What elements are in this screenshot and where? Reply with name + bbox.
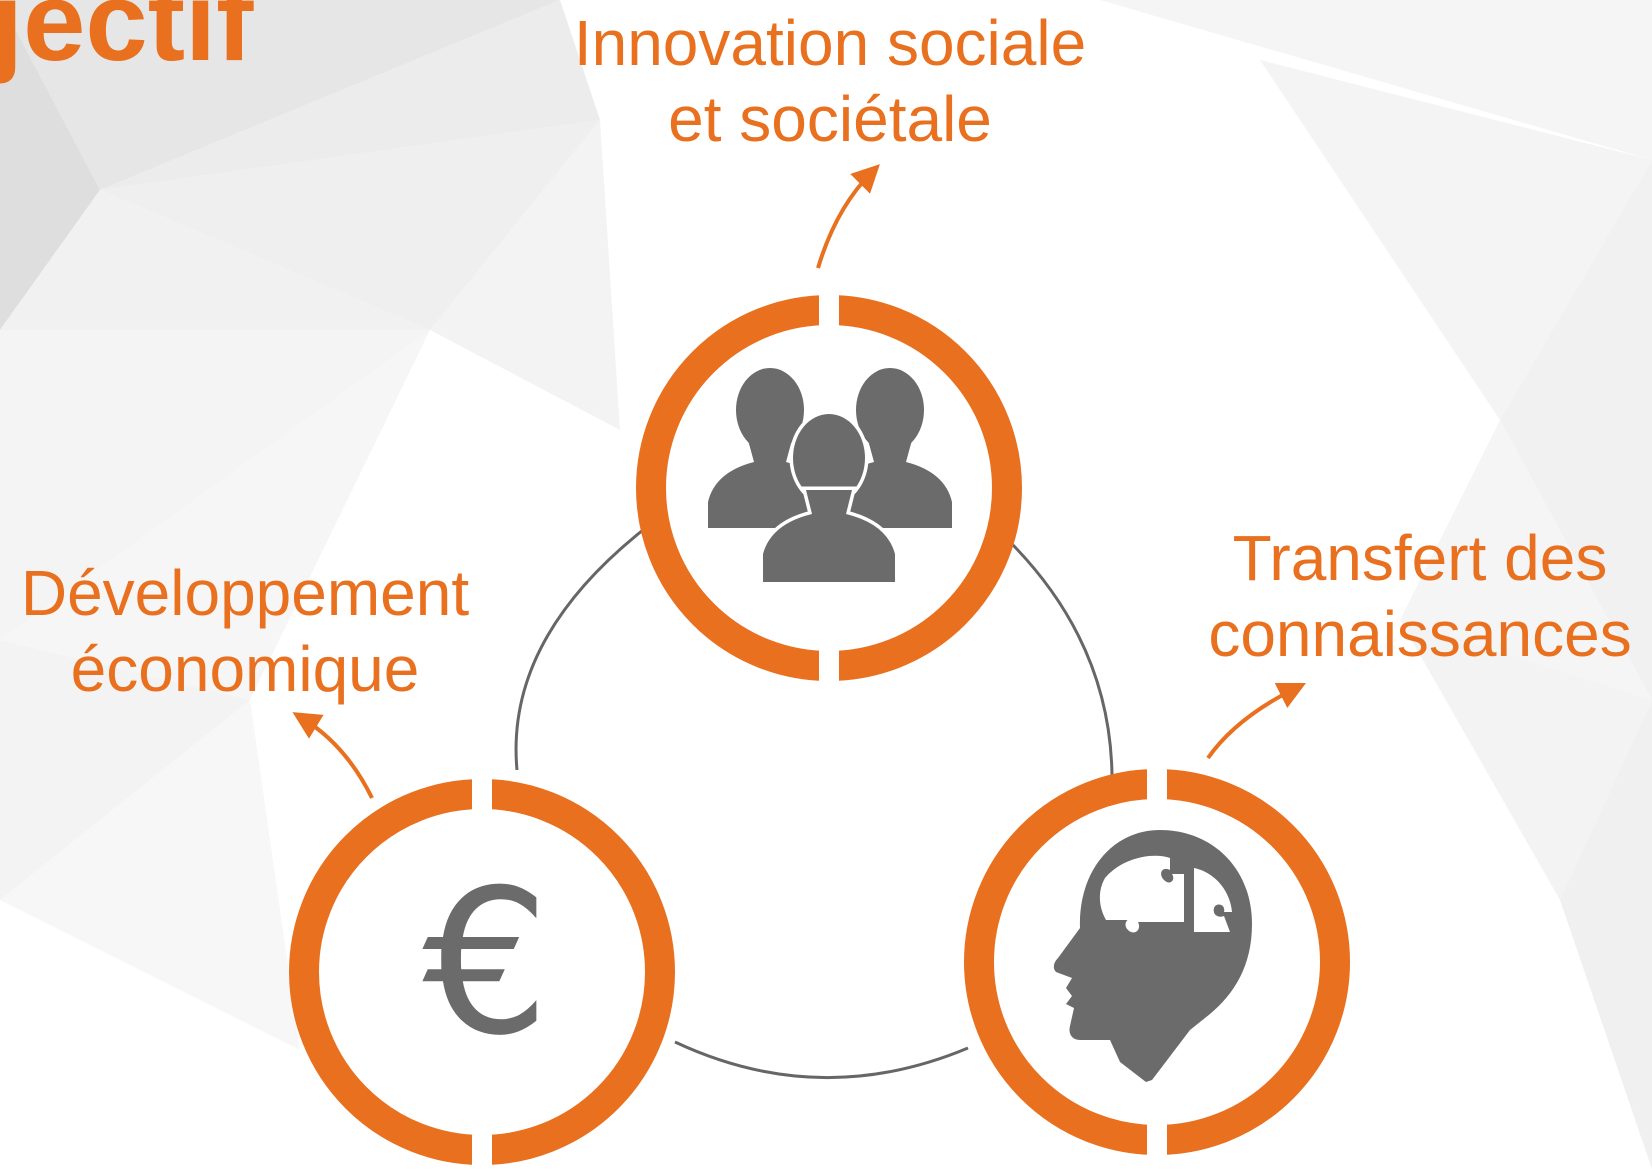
label-social: Innovation sociale et sociétale: [560, 5, 1100, 157]
label-knowledge: Transfert des connaissances: [1195, 520, 1645, 672]
head-puzzle-brain-icon: [1053, 830, 1252, 1082]
label-social-line1: Innovation sociale: [573, 7, 1087, 79]
arrow-economic: [292, 712, 374, 799]
euro-icon: €: [422, 847, 549, 1080]
ring-economic: [289, 774, 675, 1169]
label-social-line2: et sociétale: [668, 83, 992, 155]
page-title: jectif: [0, 0, 254, 84]
connector-arcs: [514, 528, 1114, 1079]
arrow-social: [816, 164, 880, 269]
label-economic: Développement économique: [0, 555, 490, 707]
label-economic-line1: Développement: [20, 557, 470, 629]
label-economic-line2: économique: [70, 633, 420, 705]
people-group-icon: [708, 368, 952, 586]
arrow-knowledge: [1206, 682, 1307, 760]
label-knowledge-line2: connaissances: [1208, 598, 1632, 670]
label-knowledge-line1: Transfert des: [1232, 522, 1608, 594]
